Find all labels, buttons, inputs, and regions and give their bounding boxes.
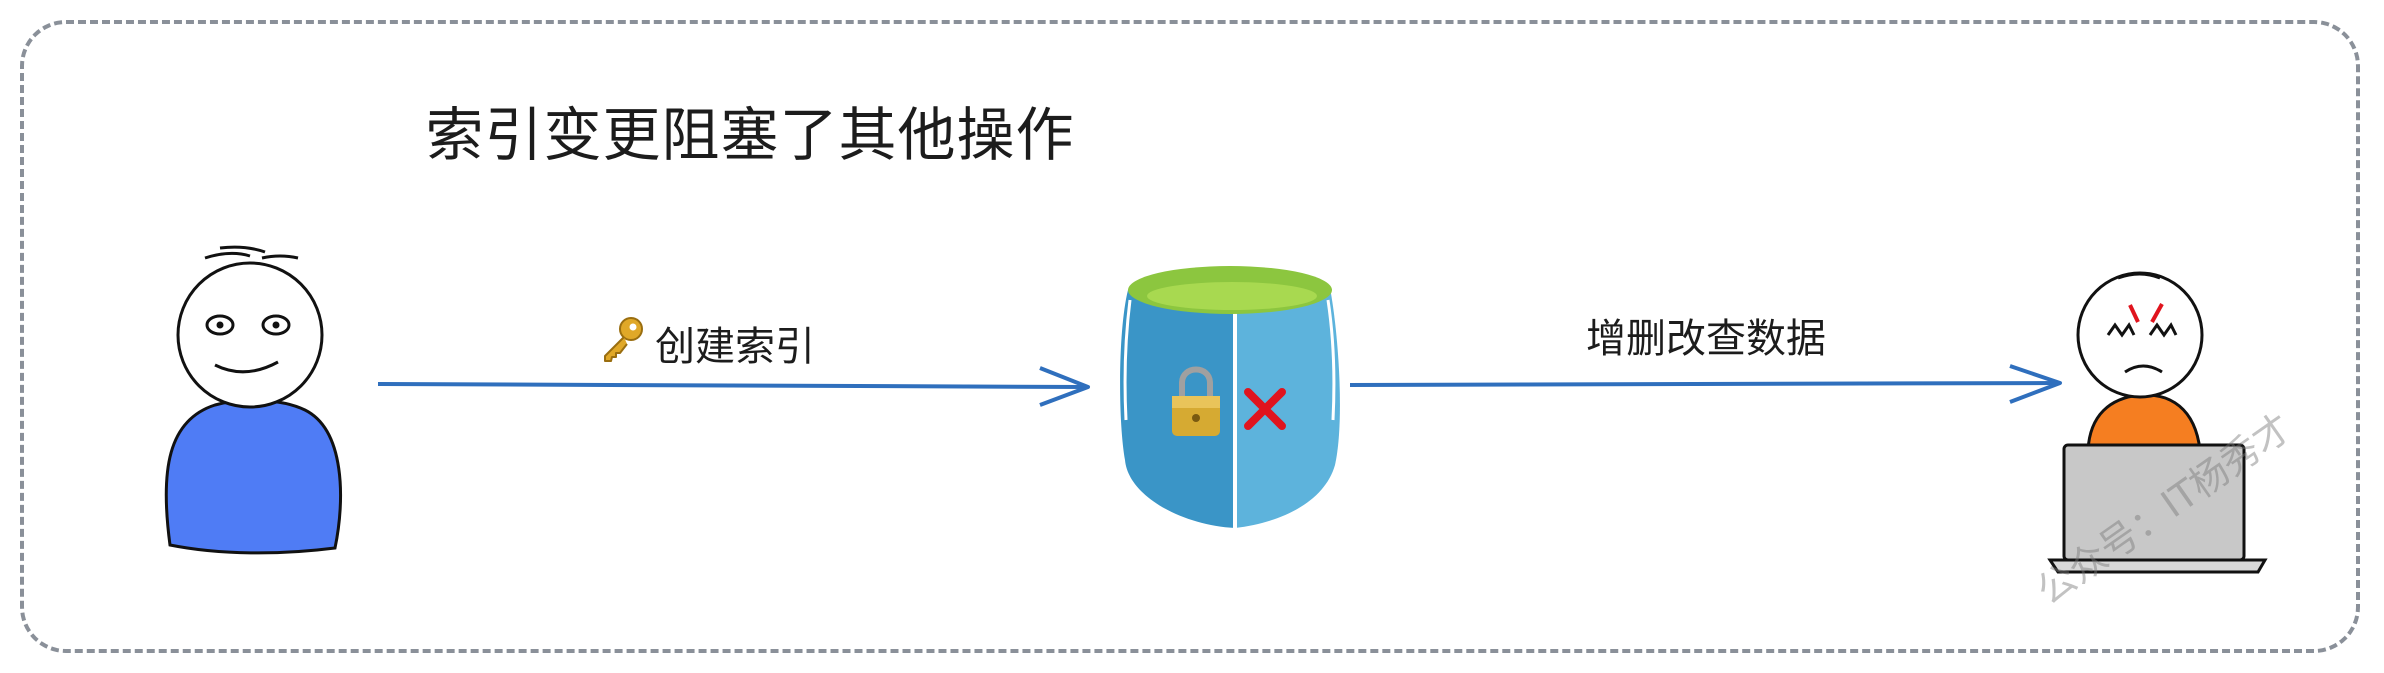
developer-mouth [2124, 364, 2163, 374]
padlock-icon [1172, 366, 1220, 436]
developer-figure [2047, 271, 2268, 574]
user-head [176, 261, 324, 409]
arrow-right [1349, 364, 2062, 404]
user-body [164, 398, 343, 555]
user-hair [204, 245, 299, 260]
developer-right-brow [2150, 303, 2164, 323]
developer-left-eye [2106, 322, 2136, 338]
developer-right-eye [2148, 322, 2178, 338]
dashed-frame [20, 20, 2360, 653]
database-icon [1120, 266, 1340, 528]
create-index-label: 创建索引 [655, 324, 815, 370]
user-left-eye [205, 314, 235, 336]
crud-label: 增删改查数据 [1586, 316, 1826, 362]
user-mouth [214, 360, 279, 374]
database-right-half [1235, 288, 1340, 528]
user-figure [164, 245, 343, 555]
diagram-title: 索引变更阻塞了其他操作 [425, 101, 1075, 169]
key-icon [595, 313, 647, 365]
developer-head [2076, 271, 2204, 399]
cross-icon [1244, 388, 1286, 430]
user-right-eye [261, 314, 291, 336]
developer-left-brow [2128, 304, 2140, 323]
arrow-left [377, 366, 1090, 407]
developer-shirt [2086, 393, 2202, 452]
laptop-icon [2047, 443, 2268, 574]
